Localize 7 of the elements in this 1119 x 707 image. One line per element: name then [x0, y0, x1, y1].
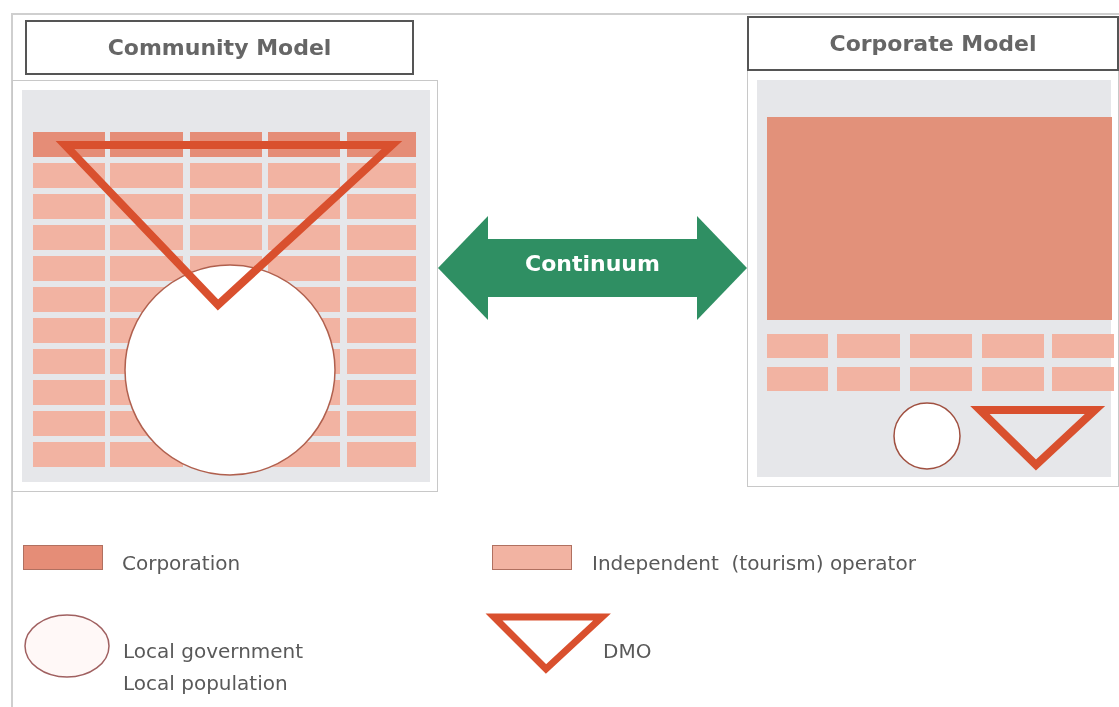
legend-label: Local government Local population	[123, 638, 305, 697]
legend-label: Corporation	[122, 550, 241, 577]
panel-heading: Corporate Model	[747, 16, 1119, 71]
legend-label: DMO	[603, 638, 652, 665]
legend-label: Independent (tourism) operator	[592, 550, 916, 577]
edge-label: Continuum	[524, 251, 661, 276]
panel-heading: Community Model	[25, 20, 414, 75]
